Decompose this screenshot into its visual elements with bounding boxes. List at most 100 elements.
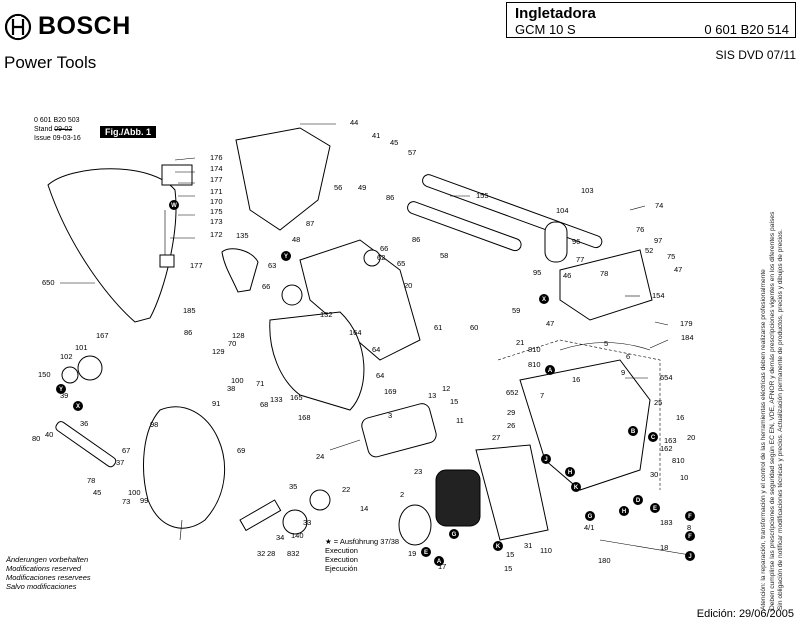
product-model: GCM 10 S [515, 22, 576, 37]
part-callout: 16 [572, 375, 580, 384]
blade-guard [269, 311, 365, 411]
part-callout: 20 [404, 281, 412, 290]
part-callout: 17 [438, 562, 446, 571]
part-callout: 36 [80, 419, 88, 428]
meta-ref: 0 601 B20 503 [34, 117, 80, 124]
note-line: Salvo modificaciones [6, 582, 77, 591]
part-callout: 34 [276, 533, 284, 542]
part-callout: 652 [506, 388, 519, 397]
part-callout: 129 [212, 347, 225, 356]
letter-marker-dot [633, 495, 643, 505]
part-callout: 135 [236, 231, 249, 240]
part-callout: 78 [87, 476, 95, 485]
part-callout: 31 [524, 541, 532, 550]
part-callout: 77 [576, 255, 584, 264]
part-callout: 132 [320, 310, 333, 319]
part-callout: 171 [210, 187, 223, 196]
letter-marker: Y [56, 384, 66, 394]
footnote-line: Execution [325, 546, 358, 555]
part-callout: 33 [303, 518, 311, 527]
meta-issue: Issue 09-03-16 [34, 135, 81, 142]
part-callout: 80 [32, 434, 40, 443]
part-callout: 18 [660, 543, 668, 552]
letter-marker-label: F [688, 534, 692, 540]
letter-marker: J [685, 551, 695, 561]
part-callout: 5 [604, 339, 608, 348]
part-callout: 180 [598, 556, 611, 565]
part-callout: 185 [183, 306, 196, 315]
letter-marker-label: K [574, 485, 579, 491]
letter-marker-dot [493, 541, 503, 551]
part-callout: 102 [60, 352, 73, 361]
part-callout: 46 [563, 271, 571, 280]
letter-marker-dot [648, 432, 658, 442]
letter-marker: H [619, 506, 629, 516]
part-callout: 45 [390, 138, 398, 147]
motor-housing-dash [497, 339, 661, 490]
letter-marker: Y [281, 251, 291, 261]
title-block: Ingletadora GCM 10 S 0 601 B20 514 [506, 2, 796, 38]
part-callout: 98 [150, 420, 158, 429]
letter-marker-dot [73, 401, 83, 411]
part-callout: 128 [232, 331, 245, 340]
letter-marker-dot [565, 467, 575, 477]
dust-elbow [221, 248, 259, 293]
note-line: Änderungen vorbehalten [6, 555, 89, 564]
modification-notes: Änderungen vorbehalten Modifications res… [6, 555, 91, 591]
part-callout: 69 [237, 446, 245, 455]
part-callout: 4/1 [584, 523, 594, 532]
part-callout: 20 [687, 433, 695, 442]
part-callout: 66 [262, 282, 270, 291]
part-callout: 95 [533, 268, 541, 277]
letter-marker: A [434, 556, 444, 566]
letter-marker-label: H [622, 509, 626, 515]
part-callout: 86 [386, 193, 394, 202]
part-callout: 37 [116, 458, 124, 467]
brand-logo: BOSCH [4, 12, 131, 41]
part-callout: 155 [476, 191, 489, 200]
letter-marker: D [633, 495, 643, 505]
bosch-armature-icon [4, 13, 32, 40]
part-callout: 60 [470, 323, 478, 332]
letter-marker-dot [545, 365, 555, 375]
bevel-lever [55, 421, 117, 468]
letter-marker-label: J [544, 457, 547, 463]
part-callout: 86 [412, 235, 420, 244]
letter-marker-label: Y [59, 387, 63, 393]
part-callout: 101 [75, 343, 88, 352]
dust-bag [47, 168, 177, 323]
part-callout: 177 [190, 261, 203, 270]
part-callout: 28 [267, 549, 275, 558]
part-callout: 165 [290, 393, 303, 402]
part-callout: 173 [210, 217, 223, 226]
letter-marker-dot [421, 547, 431, 557]
part-callout: 25 [654, 398, 662, 407]
letter-marker-dot [685, 551, 695, 561]
part-callout: 140 [291, 531, 304, 540]
part-callout: 76 [636, 225, 644, 234]
brand-name: BOSCH [38, 12, 131, 40]
brand-subtitle: Power Tools [4, 53, 97, 72]
note-line: Modifications reserved [6, 564, 82, 573]
part-callout: 167 [96, 331, 109, 340]
letter-marker-dot [650, 503, 660, 513]
footnote-line: Execution [325, 555, 358, 564]
part-callout: 91 [212, 399, 220, 408]
letter-marker: A [545, 365, 555, 375]
letter-marker: H [565, 467, 575, 477]
part-callout: 15 [506, 550, 514, 559]
part-callout: 29 [507, 408, 515, 417]
legal-line: Atención: la reparación, transformación … [760, 269, 767, 610]
letter-marker-dot [539, 294, 549, 304]
part-callout: 67 [122, 446, 130, 455]
part-callout: 44 [350, 118, 358, 127]
armature [329, 403, 437, 458]
letter-marker-label: G [588, 514, 593, 520]
letter-marker-dot [685, 531, 695, 541]
part-callout: 13 [428, 391, 436, 400]
rear-bracket [559, 249, 653, 321]
part-callout: 8 [687, 523, 691, 532]
letter-marker-dot [281, 251, 291, 261]
housing-ring [398, 504, 432, 546]
